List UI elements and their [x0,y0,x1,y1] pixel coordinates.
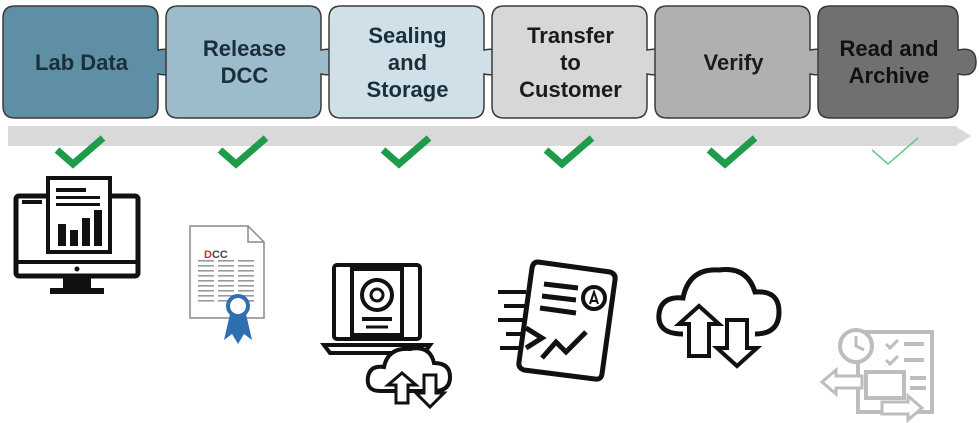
checkmarks [54,135,919,169]
dcc-doc-title-rest: CC [211,249,228,261]
step-box-6 [817,5,977,119]
dcc-doc-title: DCC [204,249,228,261]
check-done-icon [54,135,106,169]
check-done-icon [543,135,595,169]
check-done-icon [706,135,758,169]
fast-document-transfer-icon [498,259,618,382]
step-box-1 [2,5,177,119]
progress-arrow-bar [8,126,971,146]
dcc-doc-title-d: D [204,249,212,261]
step-box-2 [165,5,340,119]
step-shapes [2,5,977,119]
step-box-4 [491,5,666,119]
check-done-icon [217,135,269,169]
archive-clipboard-icon [819,328,934,423]
dcc-certificate-icon [189,225,265,344]
check-done-icon [380,135,432,169]
monitor-bar-chart-icon [13,176,141,294]
cloud-upload-download-icon [656,266,782,369]
laptop-cloud-storage-icon [320,263,453,410]
check-pending-icon [871,137,919,165]
step-box-5 [654,5,829,119]
step-box-3 [328,5,503,119]
